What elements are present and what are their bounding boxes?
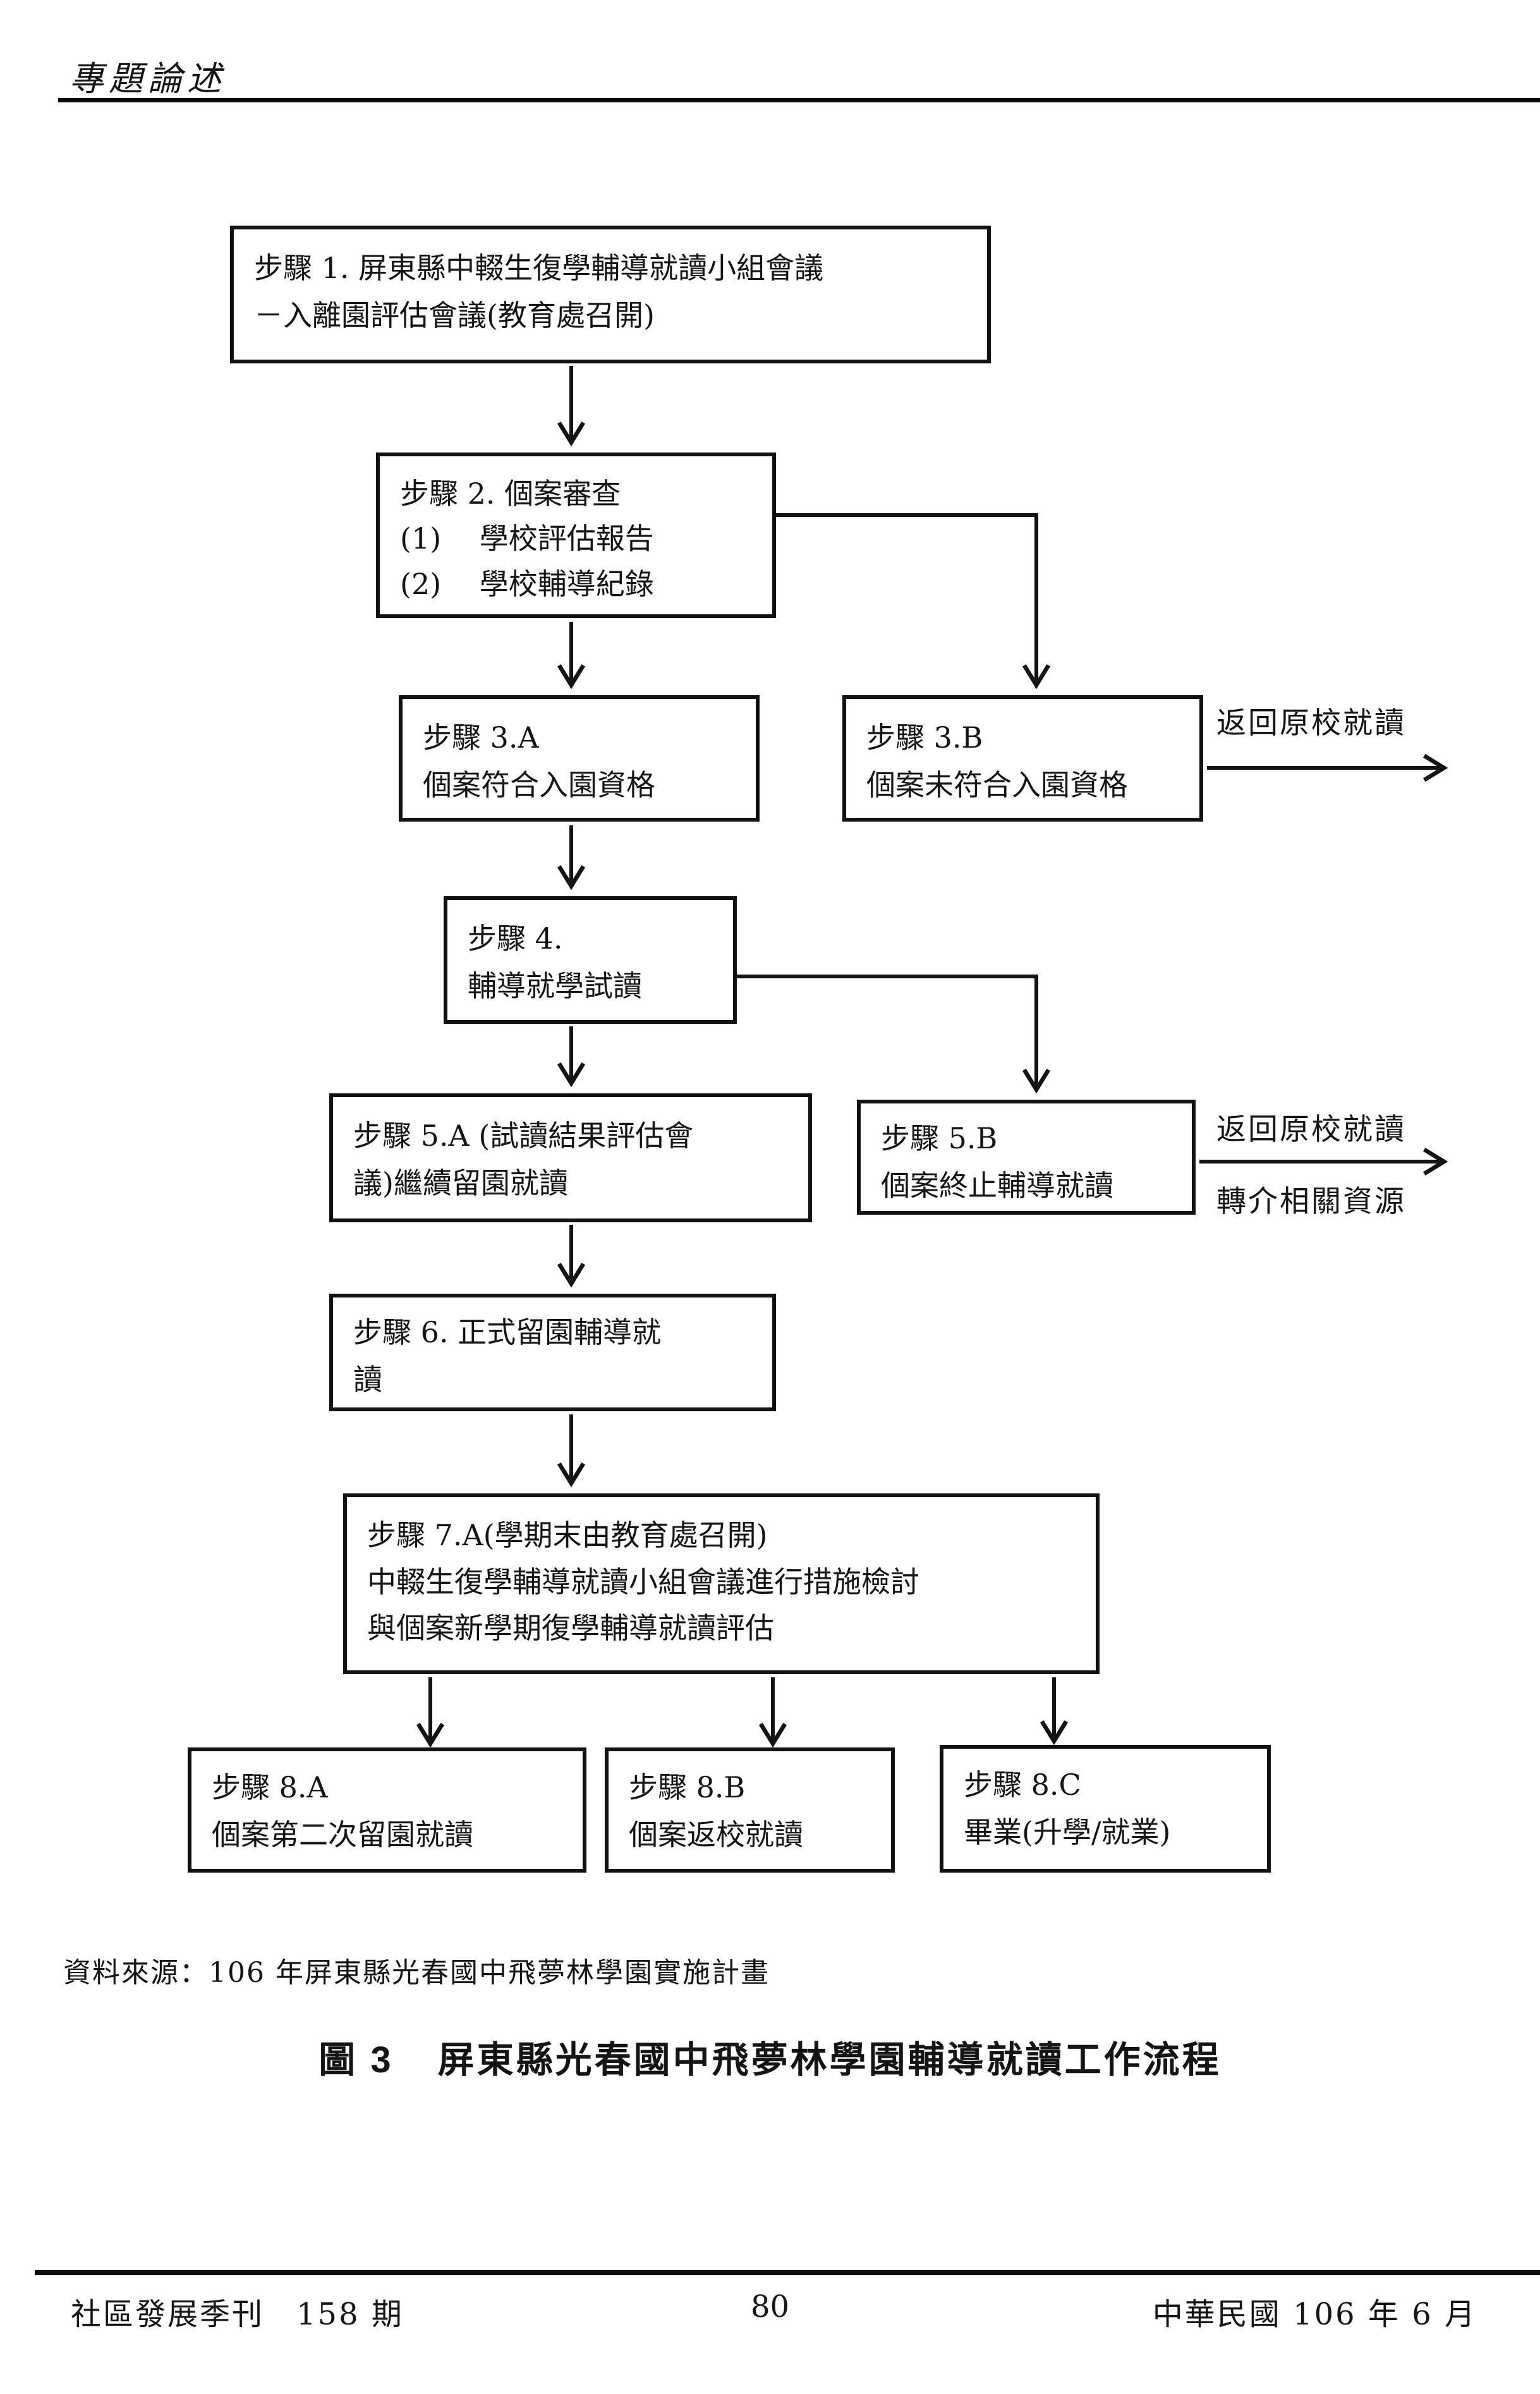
flow-box-step2-line1: 步驟 2. 個案審查 [400,477,621,511]
footer-rule [35,2270,1540,2275]
flow-box-step8a-line2: 個案第二次留園就讀 [212,1817,473,1852]
flow-box-step5b: 步驟 5.B 個案終止輔導就讀 [857,1100,1196,1215]
flow-box-step5b-line1: 步驟 5.B [881,1121,998,1155]
flow-box-step1-line1: 步驟 1. 屏東縣中輟生復學輔導就讀小組會議 [254,251,824,285]
footer-page-number: 80 [750,2289,790,2324]
flow-box-step8b-line1: 步驟 8.B [629,1770,746,1804]
branch-label-return-school-3b: 返回原校就讀 [1216,706,1406,741]
flow-box-step5a: 步驟 5.A (試讀結果評估會 議)繼續留園就讀 [329,1093,812,1222]
flow-box-step3a-line1: 步驟 3.A [423,720,539,755]
flow-box-step2-line3: (2) 學校輔導紀錄 [400,566,654,601]
figure-caption-label: 圖 3 [318,2039,394,2081]
flow-box-step8b-line2: 個案返校就讀 [629,1817,803,1852]
flow-box-step8a: 步驟 8.A 個案第二次留園就讀 [188,1747,586,1873]
arrow-step4-to-step5b [737,975,1051,1094]
flow-box-step8c-line1: 步驟 8.C [964,1768,1081,1802]
page-footer: 社區發展季刊 158 期 80 中華民國 106 年 6 月 [0,2289,1540,2333]
header-rule [58,98,1540,102]
flow-box-step2-line2: (1) 學校評估報告 [400,521,654,556]
flow-box-step7a-line3: 與個案新學期復學輔導就讀評估 [367,1611,774,1646]
arrow-step2-to-step3b [776,513,1051,690]
flow-box-step3a: 步驟 3.A 個案符合入園資格 [399,695,760,822]
flow-box-step5a-line1: 步驟 5.A (試讀結果評估會 [353,1119,694,1153]
flow-box-step7a: 步驟 7.A(學期末由教育處召開) 中輟生復學輔導就讀小組會議進行措施檢討 與個… [343,1493,1100,1674]
flow-box-step2: 步驟 2. 個案審查 (1) 學校評估報告 (2) 學校輔導紀錄 [376,453,776,618]
flow-box-step3a-line2: 個案符合入園資格 [423,767,655,802]
flow-box-step4-line1: 步驟 4. [468,921,563,956]
flow-box-step5b-line2: 個案終止輔導就讀 [881,1168,1113,1203]
flow-box-step8b: 步驟 8.B 個案返校就讀 [605,1747,895,1873]
flow-box-step7a-line1: 步驟 7.A(學期末由教育處召開) [367,1518,768,1552]
flow-box-step7a-line2: 中輟生復學輔導就讀小組會議進行措施檢討 [367,1564,919,1599]
flow-box-step8a-line1: 步驟 8.A [212,1770,328,1804]
footer-journal-issue: 社區發展季刊 158 期 [71,2297,404,2332]
flow-box-step6: 步驟 6. 正式留園輔導就 讀 [329,1294,776,1411]
branch-label-referral-5b: 轉介相關資源 [1216,1184,1406,1219]
branch-label-return-school-5b: 返回原校就讀 [1216,1112,1406,1147]
flow-box-step5a-line2: 議)繼續留園就讀 [353,1165,568,1200]
footer-date: 中華民國 106 年 6 月 [1152,2297,1477,2332]
flow-box-step1: 步驟 1. 屏東縣中輟生復學輔導就讀小組會議 －入離園評估會議(教育處召開) [230,226,991,363]
flow-box-step3b: 步驟 3.B 個案未符合入園資格 [842,695,1203,822]
flow-box-step8c-line2: 畢業(升學/就業) [964,1814,1171,1849]
flow-box-step8c: 步驟 8.C 畢業(升學/就業) [940,1745,1271,1873]
flow-box-step4: 步驟 4. 輔導就學試讀 [444,896,737,1024]
figure-caption-title: 屏東縣光春國中飛夢林學園輔導就讀工作流程 [437,2039,1222,2081]
figure-caption: 圖 3 屏東縣光春國中飛夢林學園輔導就讀工作流程 [0,2030,1540,2083]
flow-box-step1-line2: －入離園評估會議(教育處召開) [254,298,655,332]
flow-box-step6-line1: 步驟 6. 正式留園輔導就 [353,1315,662,1349]
source-note: 資料來源：106 年屏東縣光春國中飛夢林學園實施計畫 [63,1957,770,1989]
flow-box-step4-line2: 輔導就學試讀 [468,968,642,1003]
flow-box-step6-line2: 讀 [353,1362,382,1397]
flow-box-step3b-line2: 個案未符合入園資格 [866,767,1128,802]
flow-box-step3b-line1: 步驟 3.B [866,720,983,755]
page-header-label: 專題論述 [70,59,226,99]
